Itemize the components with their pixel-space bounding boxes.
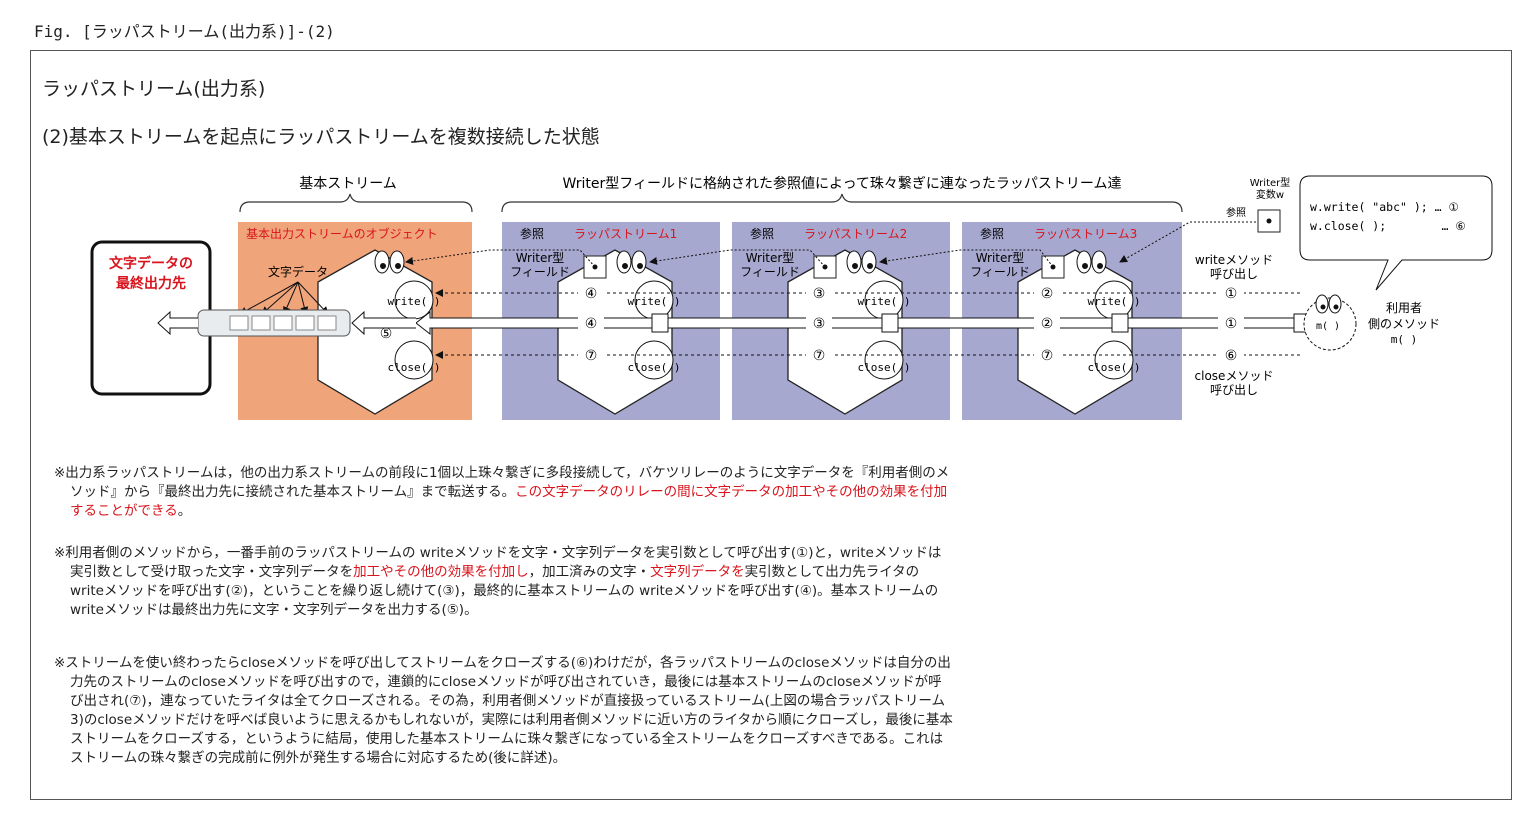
note-2-highlight-2: 文字列データを <box>650 564 745 580</box>
note-1-text: ※出力系ラッパストリームは，他の出力系ストリームの前段に1個以上珠々繋ぎに多段接… <box>54 465 950 500</box>
step-3-data: ③ <box>813 316 826 332</box>
note-1: ※出力系ラッパストリームは，他の出力系ストリームの前段に1個以上珠々繋ぎに多段接… <box>54 464 954 521</box>
label-basic-stream: 基本ストリーム <box>299 175 397 192</box>
write-call-label-1: writeメソッド <box>1195 253 1273 267</box>
step-6-close: ⑥ <box>1225 348 1238 364</box>
wrapper1-label: ラッパストリーム1 <box>574 227 677 241</box>
basic-object-label: 基本出力ストリームのオブジェクト <box>246 226 438 241</box>
wrapper3-eyes <box>1076 250 1107 274</box>
wrapper1-eyes <box>616 250 647 274</box>
user-label-1: 利用者 <box>1386 301 1422 315</box>
writer-field3-line2: フィールド <box>970 265 1030 279</box>
dest-line1: 文字データの <box>109 255 193 272</box>
step-7-close-3: ⑦ <box>1041 348 1054 364</box>
code-line-2: w.close( ); … ⑥ <box>1310 219 1466 233</box>
note-2-highlight-1: 加工やその他の効果を付加し <box>353 564 529 580</box>
note-2-text-c: 実引数として出力先ライタの writeメソッドを呼び出す(②)，ということを繰り… <box>70 564 939 618</box>
page-subtitle: (2)基本ストリームを起点にラッパストリームを複数接続した状態 <box>42 126 600 148</box>
char-data-label: 文字データ <box>268 264 328 279</box>
wrapper3-close-method: close( ) <box>1088 361 1141 374</box>
note-3-text: ※ストリームを使い終わったらcloseメソッドを呼び出してストリームをクローズす… <box>54 655 953 766</box>
wrapper3-label: ラッパストリーム3 <box>1034 227 1137 241</box>
note-2-text-b: ，加工済みの文字・ <box>528 564 651 580</box>
basic-write-method: write( ) <box>388 295 441 308</box>
step-4-data: ④ <box>585 316 598 332</box>
note-1-end: 。 <box>177 503 192 519</box>
writer-field3-line1: Writer型 <box>976 251 1025 265</box>
wrapper1-close-method: close( ) <box>628 361 681 374</box>
data-flow-to-pipe <box>351 310 416 336</box>
ref-label-2: 参照 <box>750 226 774 241</box>
code-bubble <box>1299 175 1493 291</box>
writer-field2-line2: フィールド <box>740 265 800 279</box>
wrapper2-label: ラッパストリーム2 <box>804 227 907 241</box>
basic-eyes <box>374 250 405 274</box>
var-w-dot <box>1266 218 1272 224</box>
ref-arrow-3 <box>879 249 1054 268</box>
step-1-data: ① <box>1225 316 1238 332</box>
note-1-highlight: この文字データのリレーの間に文字データの加工やその他の効果を付加することができる <box>70 484 948 519</box>
note-3: ※ストリームを使い終わったらcloseメソッドを呼び出してストリームをクローズす… <box>54 654 954 768</box>
step-3-write: ③ <box>813 286 826 302</box>
write-call-label-2: 呼び出し <box>1210 267 1258 281</box>
step-2-write: ② <box>1041 286 1054 302</box>
user-face-label: m( ) <box>1316 321 1340 332</box>
user-label-2: 側のメソッド <box>1368 317 1440 331</box>
step-7-close-2: ⑦ <box>813 348 826 364</box>
writer-field1-line2: フィールド <box>510 265 570 279</box>
main-data-flow <box>415 310 1301 336</box>
user-label-3: m( ) <box>1391 333 1418 346</box>
wrapper2-close-method: close( ) <box>858 361 911 374</box>
note-2-text-a: ※利用者側のメソッドから，一番手前のラッパストリームの writeメソッドを文字… <box>54 545 942 580</box>
write-nodes <box>651 313 1311 333</box>
step-2-data: ② <box>1041 316 1054 332</box>
note-2: ※利用者側のメソッドから，一番手前のラッパストリームの writeメソッドを文字… <box>54 544 954 620</box>
wrapper1-write-method: write( ) <box>628 295 681 308</box>
char-data-lines <box>239 281 329 315</box>
brace-basic <box>239 193 473 213</box>
step-1-write: ① <box>1225 286 1238 302</box>
var-writer-label-2: 変数w <box>1256 188 1284 201</box>
ref-label-3: 参照 <box>980 226 1004 241</box>
dest-line2: 最終出力先 <box>116 275 186 292</box>
output-arrow-head <box>157 310 198 336</box>
step-7-close-1: ⑦ <box>585 348 598 364</box>
step-numbers: ④ ③ ② ① ⑤ ④ ③ ② ① ⑦ ⑦ ⑦ ⑥ <box>380 283 1244 365</box>
figure-caption: Fig. [ラッパストリーム(出力系)]-(2) <box>34 22 335 41</box>
wrapper2-write-method: write( ) <box>858 295 911 308</box>
close-call-label-2: 呼び出し <box>1210 383 1258 397</box>
ref-label-1: 参照 <box>520 226 544 241</box>
label-wrapper-group: Writer型フィールドに格納された参照値によって珠々繋ぎに連なったラッパストリ… <box>563 175 1122 192</box>
step-4-write: ④ <box>585 286 598 302</box>
writer-field2-line1: Writer型 <box>746 251 795 265</box>
page-title: ラッパストリーム(出力系) <box>42 78 266 100</box>
method-circles <box>394 280 1134 380</box>
var-writer-label-1: Writer型 <box>1250 176 1291 189</box>
code-line-1: w.write( "abc" ); … ① <box>1310 200 1459 214</box>
var-ref-label: 参照 <box>1226 206 1246 219</box>
ref-arrow-var <box>1119 221 1268 263</box>
user-eyes <box>1315 294 1342 314</box>
step-5: ⑤ <box>380 326 393 342</box>
close-call-label-1: closeメソッド <box>1195 369 1274 383</box>
writer-field1-line1: Writer型 <box>516 251 565 265</box>
brace-wrappers <box>501 193 1183 213</box>
figure-frame <box>30 50 1512 800</box>
wrapper3-write-method: write( ) <box>1088 295 1141 308</box>
wrapper2-eyes <box>846 250 877 274</box>
char-cells <box>229 315 337 331</box>
basic-close-method: close( ) <box>388 361 441 374</box>
